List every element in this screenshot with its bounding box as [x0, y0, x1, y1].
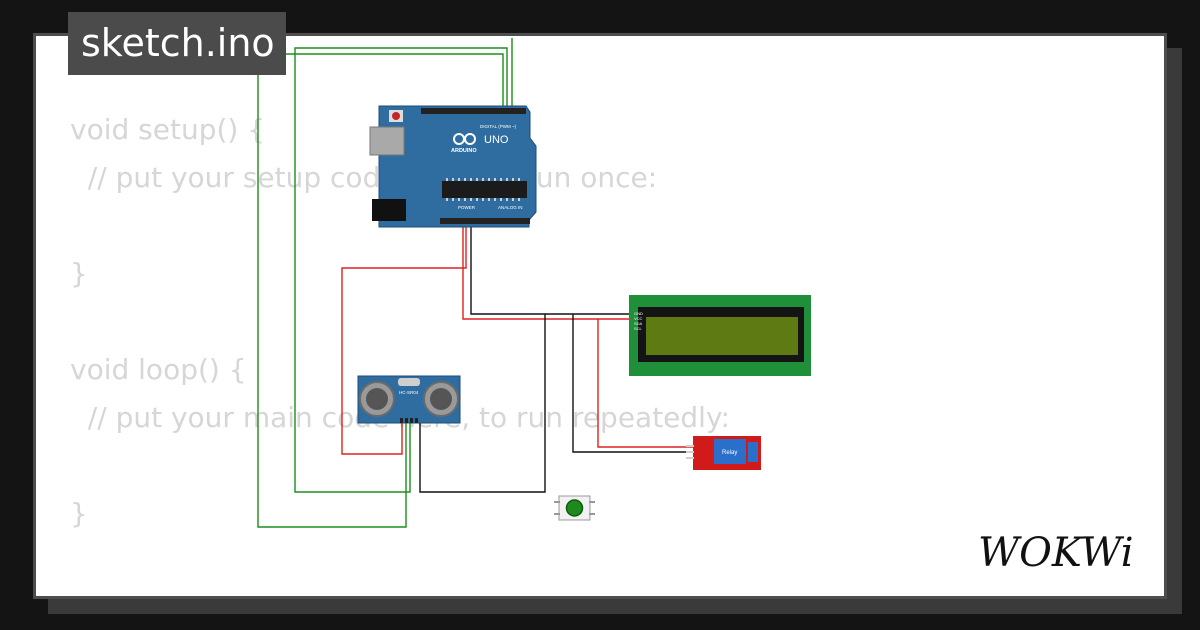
lcd-display[interactable]: GND VCC SDA SCL [629, 295, 811, 376]
lcd-pin-label: GND [634, 311, 643, 316]
wire-black[interactable] [470, 222, 634, 315]
code-preview: void setup() { // put your setup code he… [70, 106, 730, 538]
pushbutton-leg [589, 501, 595, 503]
wire-green[interactable] [294, 47, 508, 493]
lcd-pin-label: SCL [634, 326, 643, 331]
transducer-left-inner [366, 388, 388, 410]
analog-header-label: ANALOG IN [498, 205, 523, 210]
relay-pins [686, 445, 694, 459]
relay-block [714, 439, 746, 464]
relay-terminal [748, 442, 758, 462]
wire-black[interactable] [572, 314, 695, 453]
chip-pins [446, 178, 520, 201]
code-line: } [70, 257, 88, 290]
code-line: void setup() { [70, 113, 266, 146]
wokwi-logo-text: WOKWi [978, 530, 1134, 576]
pushbutton-leg [554, 501, 560, 503]
arduino-logo-icon [453, 133, 476, 145]
wires [257, 38, 695, 528]
code-line: void loop() { [70, 353, 247, 386]
lcd-pin-labels: GND VCC SDA SCL [634, 311, 643, 331]
power-header-label: POWER [458, 205, 476, 210]
relay-module[interactable]: Relay [686, 436, 761, 470]
pushbutton[interactable] [554, 495, 595, 521]
microcontroller-chip [442, 181, 527, 198]
power-jack [372, 199, 406, 221]
pushbutton-leg [554, 513, 560, 515]
sensor-label: HC-SR04 [399, 390, 419, 395]
arduino-uno-board[interactable]: UNO ARDUINO DIGITAL (PWM ~) POWER ANALOG… [369, 105, 537, 228]
simulation-canvas[interactable]: void setup() { // put your setup code he… [33, 33, 1167, 599]
pushbutton-cap[interactable] [565, 499, 584, 517]
usb-port [369, 126, 405, 156]
reset-button-cap[interactable] [392, 112, 400, 120]
wire-red[interactable] [597, 319, 695, 448]
relay-label: Relay [722, 450, 737, 456]
lcd-pin-label: VCC [634, 316, 643, 321]
wire-red[interactable] [462, 222, 634, 320]
sensor-pins [400, 418, 418, 423]
wire-black[interactable] [419, 314, 546, 493]
lcd-screen [646, 317, 798, 355]
crystal [398, 378, 420, 386]
ultrasonic-sensor[interactable]: HC-SR04 [357, 375, 461, 424]
lcd-pin-label: SDA [634, 321, 643, 326]
wire-green[interactable] [257, 53, 504, 528]
digital-header [421, 108, 526, 114]
board-brand: ARDUINO [451, 148, 477, 154]
power-header [440, 218, 530, 224]
transducer-right-inner [430, 388, 452, 410]
board-model: UNO [484, 134, 509, 146]
pushbutton-leg [589, 513, 595, 515]
code-line: } [70, 497, 88, 530]
wire-red[interactable] [341, 222, 467, 455]
digital-header-label: DIGITAL (PWM ~) [480, 124, 517, 129]
file-tab[interactable]: sketch.ino [68, 12, 286, 75]
wokwi-logo: WOKWi [978, 530, 1134, 576]
